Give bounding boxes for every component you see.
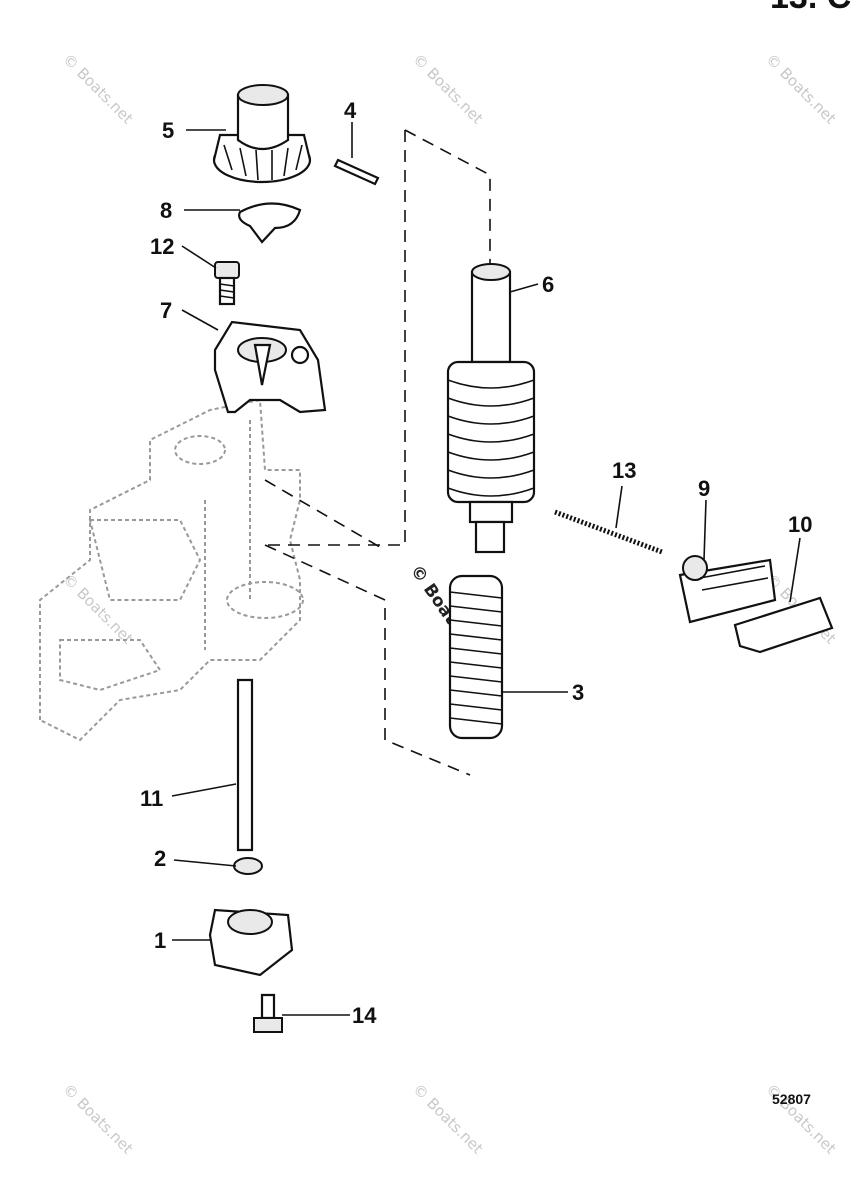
watermark-4: © Boats.net (59, 570, 137, 648)
watermark-1: © Boats.net (59, 50, 137, 128)
label-1: 1 (154, 928, 166, 953)
label-9: 9 (698, 476, 710, 501)
leader-lines (171, 122, 801, 1016)
label-4: 4 (344, 98, 357, 123)
cap-part-2 (233, 857, 263, 875)
assembly-lines (264, 129, 491, 776)
label-3: 3 (572, 680, 584, 705)
label-7: 7 (160, 298, 172, 323)
plate-part-7 (213, 320, 327, 414)
label-8: 8 (160, 198, 172, 223)
spring-part-3 (448, 574, 504, 740)
label-12: 12 (150, 234, 174, 259)
label-6: 6 (542, 272, 554, 297)
watermark-7: © Boats.net (409, 1080, 487, 1158)
housing-outline (39, 398, 304, 742)
part-labels: 5 4 8 12 7 6 3 13 9 10 11 2 1 14 (140, 98, 812, 1028)
gear-part-5 (212, 84, 312, 184)
bearing-part-1 (208, 908, 294, 977)
label-5: 5 (162, 118, 174, 143)
shaft-part-6 (446, 263, 536, 554)
label-10: 10 (788, 512, 812, 537)
label-2: 2 (154, 846, 166, 871)
screw-part-14 (253, 993, 283, 1033)
watermark-2: © Boats.net (409, 50, 487, 128)
ring-part-8 (238, 202, 302, 244)
watermark-6: © Boats.net (59, 1080, 137, 1158)
cable-part-13 (554, 509, 663, 555)
bolt-part-12 (214, 261, 240, 306)
watermark-3: © Boats.net (762, 50, 840, 128)
figure-number: 52807 (772, 1091, 811, 1107)
header-text: 13. C (770, 0, 851, 16)
knob-part-9 (678, 555, 777, 624)
rod-part-11 (236, 678, 254, 852)
pin-part-4 (333, 158, 380, 186)
label-14: 14 (352, 1003, 377, 1028)
clip-part-10 (733, 596, 834, 654)
label-11: 11 (140, 786, 163, 811)
label-13: 13 (612, 458, 636, 483)
